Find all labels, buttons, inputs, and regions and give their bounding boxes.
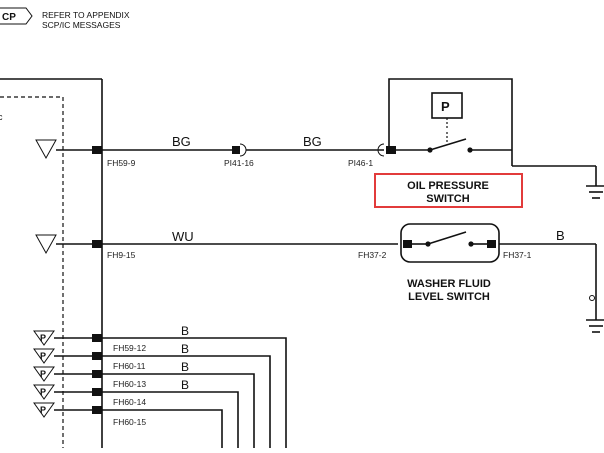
bus-color-3: B bbox=[181, 360, 189, 374]
pin-pi41-16: PI41-16 bbox=[224, 158, 254, 168]
switch-contact bbox=[429, 138, 467, 151]
pin-fh60-14: FH60-14 bbox=[113, 397, 146, 407]
scp-badge-text: CP bbox=[2, 12, 16, 23]
washer-fluid-circuit: WU FH9-15 FH37-2 FH37-1 bbox=[35, 229, 532, 260]
triangle-p-icon bbox=[33, 402, 55, 418]
splice-icon bbox=[589, 295, 595, 301]
appendix-note-line1: REFER TO APPENDIX bbox=[42, 10, 130, 20]
triangle-icon bbox=[35, 139, 57, 160]
wire-color-wu: WU bbox=[172, 229, 194, 244]
triangle-icon bbox=[35, 234, 57, 255]
scp-badge: CP bbox=[0, 7, 33, 25]
oil-switch-label-2: SWITCH bbox=[426, 193, 469, 205]
inline-connector-icon bbox=[232, 146, 240, 154]
bus-color-1: B bbox=[181, 324, 189, 338]
wire-color-bg-1: BG bbox=[172, 134, 191, 149]
wire-color-b: B bbox=[556, 228, 565, 243]
svg-text:P: P bbox=[40, 369, 46, 379]
ground-bus: P B P FH59-12 B P FH60-11 B P FH60-13 B … bbox=[33, 324, 287, 448]
connector-icon bbox=[92, 240, 102, 248]
pin-fh9-15: FH9-15 bbox=[107, 250, 136, 260]
triangle-p-icon bbox=[33, 348, 55, 364]
pin-fh37-1: FH37-1 bbox=[503, 250, 532, 260]
triangle-p-icon bbox=[33, 384, 55, 400]
pin-fh60-11: FH60-11 bbox=[113, 361, 146, 371]
module-edge-label: c bbox=[0, 112, 3, 122]
bus-color-2: B bbox=[181, 342, 189, 356]
wire-color-bg-2: BG bbox=[303, 134, 322, 149]
ground-icon bbox=[586, 185, 604, 199]
bus-color-4: B bbox=[181, 378, 189, 392]
washer-switch-label-2: LEVEL SWITCH bbox=[408, 291, 490, 303]
pin-pi46-1: PI46-1 bbox=[348, 158, 373, 168]
pressure-symbol: P bbox=[441, 99, 450, 114]
triangle-p-icon bbox=[33, 330, 55, 346]
washer-fluid-level-switch: B WASHER FLUID LEVEL SWITCH bbox=[400, 223, 604, 333]
switch-connector-icon bbox=[386, 146, 396, 154]
oil-switch-label-1: OIL PRESSURE bbox=[407, 180, 489, 192]
oil-pressure-circuit: BG BG FH59-9 PI41-16 PI46-1 bbox=[35, 134, 396, 168]
highlight-box bbox=[374, 173, 523, 208]
pin-fh60-13: FH60-13 bbox=[113, 379, 146, 389]
washer-switch-label-1: WASHER FLUID bbox=[407, 278, 491, 290]
pin-fh59-12: FH59-12 bbox=[113, 343, 146, 353]
svg-text:P: P bbox=[40, 333, 46, 343]
svg-text:P: P bbox=[40, 351, 46, 361]
appendix-note-line2: SCP/IC MESSAGES bbox=[42, 20, 121, 30]
switch-contact bbox=[427, 231, 467, 245]
svg-text:P: P bbox=[40, 387, 46, 397]
pin-fh59-9: FH59-9 bbox=[107, 158, 136, 168]
triangle-p-icon bbox=[33, 366, 55, 382]
oil-pressure-switch: P OIL PRESSURE SWITCH bbox=[374, 78, 604, 208]
svg-text:P: P bbox=[40, 405, 46, 415]
connector-icon bbox=[92, 146, 102, 154]
pin-fh60-15: FH60-15 bbox=[113, 417, 146, 427]
ground-icon bbox=[586, 319, 604, 333]
pin-fh37-2: FH37-2 bbox=[358, 250, 387, 260]
